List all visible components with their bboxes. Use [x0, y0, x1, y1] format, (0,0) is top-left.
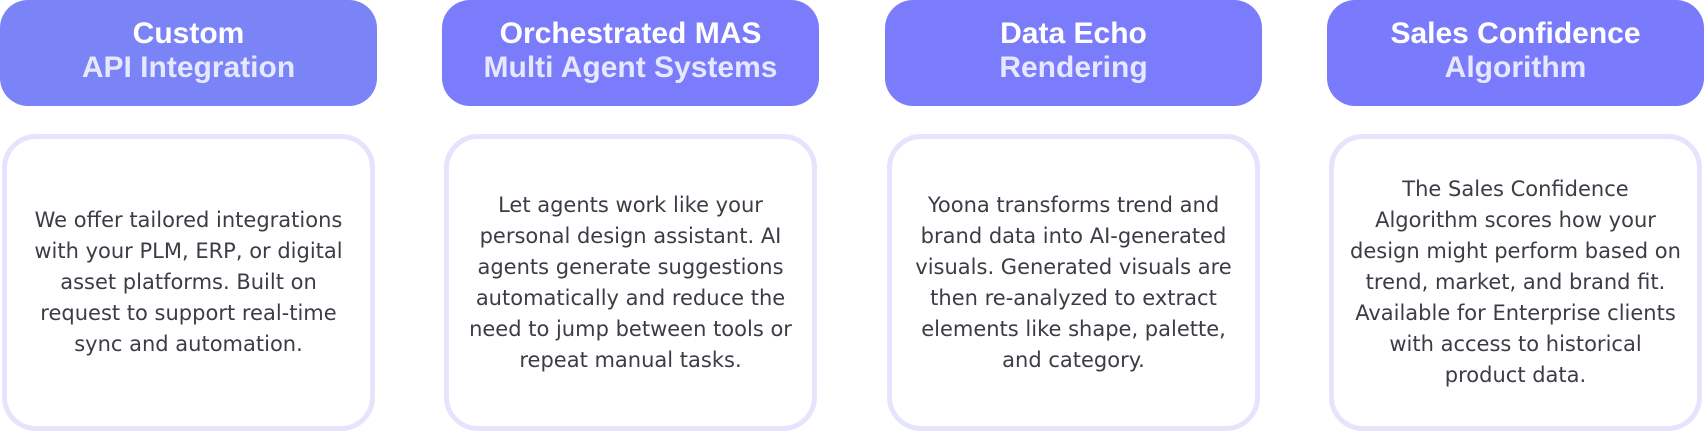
- feature-subtitle: Rendering: [999, 51, 1148, 84]
- feature-description: Yoona transforms trend and brand data in…: [915, 192, 1232, 372]
- feature-title: Data Echo: [1000, 17, 1147, 50]
- feature-column-data-echo: Data Echo Rendering Yoona transforms tre…: [885, 0, 1262, 434]
- feature-header: Data Echo Rendering: [885, 0, 1262, 106]
- feature-title: Custom: [132, 17, 245, 50]
- feature-column-api-integration: Custom API Integration We offer tailored…: [0, 0, 377, 434]
- feature-subtitle: Multi Agent Systems: [483, 51, 778, 84]
- feature-description: The Sales Confidence Algorithm scores ho…: [1350, 177, 1681, 387]
- feature-description: Let agents work like your personal desig…: [469, 192, 792, 372]
- feature-header: Orchestrated MAS Multi Agent Systems: [442, 0, 819, 106]
- feature-header: Sales Confidence Algorithm: [1327, 0, 1704, 106]
- feature-subtitle: Algorithm: [1444, 51, 1587, 84]
- feature-header: Custom API Integration: [0, 0, 377, 106]
- feature-card: Yoona transforms trend and brand data in…: [887, 134, 1260, 431]
- feature-title: Orchestrated MAS: [499, 17, 762, 50]
- feature-card: Let agents work like your personal desig…: [444, 134, 817, 431]
- feature-subtitle: API Integration: [81, 51, 296, 84]
- feature-description: We offer tailored integrations with your…: [34, 208, 343, 356]
- feature-title: Sales Confidence: [1390, 17, 1641, 50]
- feature-card: The Sales Confidence Algorithm scores ho…: [1329, 134, 1702, 431]
- feature-card: We offer tailored integrations with your…: [2, 134, 375, 431]
- feature-column-sales-confidence: Sales Confidence Algorithm The Sales Con…: [1327, 0, 1704, 434]
- feature-column-orchestrated-mas: Orchestrated MAS Multi Agent Systems Let…: [442, 0, 819, 434]
